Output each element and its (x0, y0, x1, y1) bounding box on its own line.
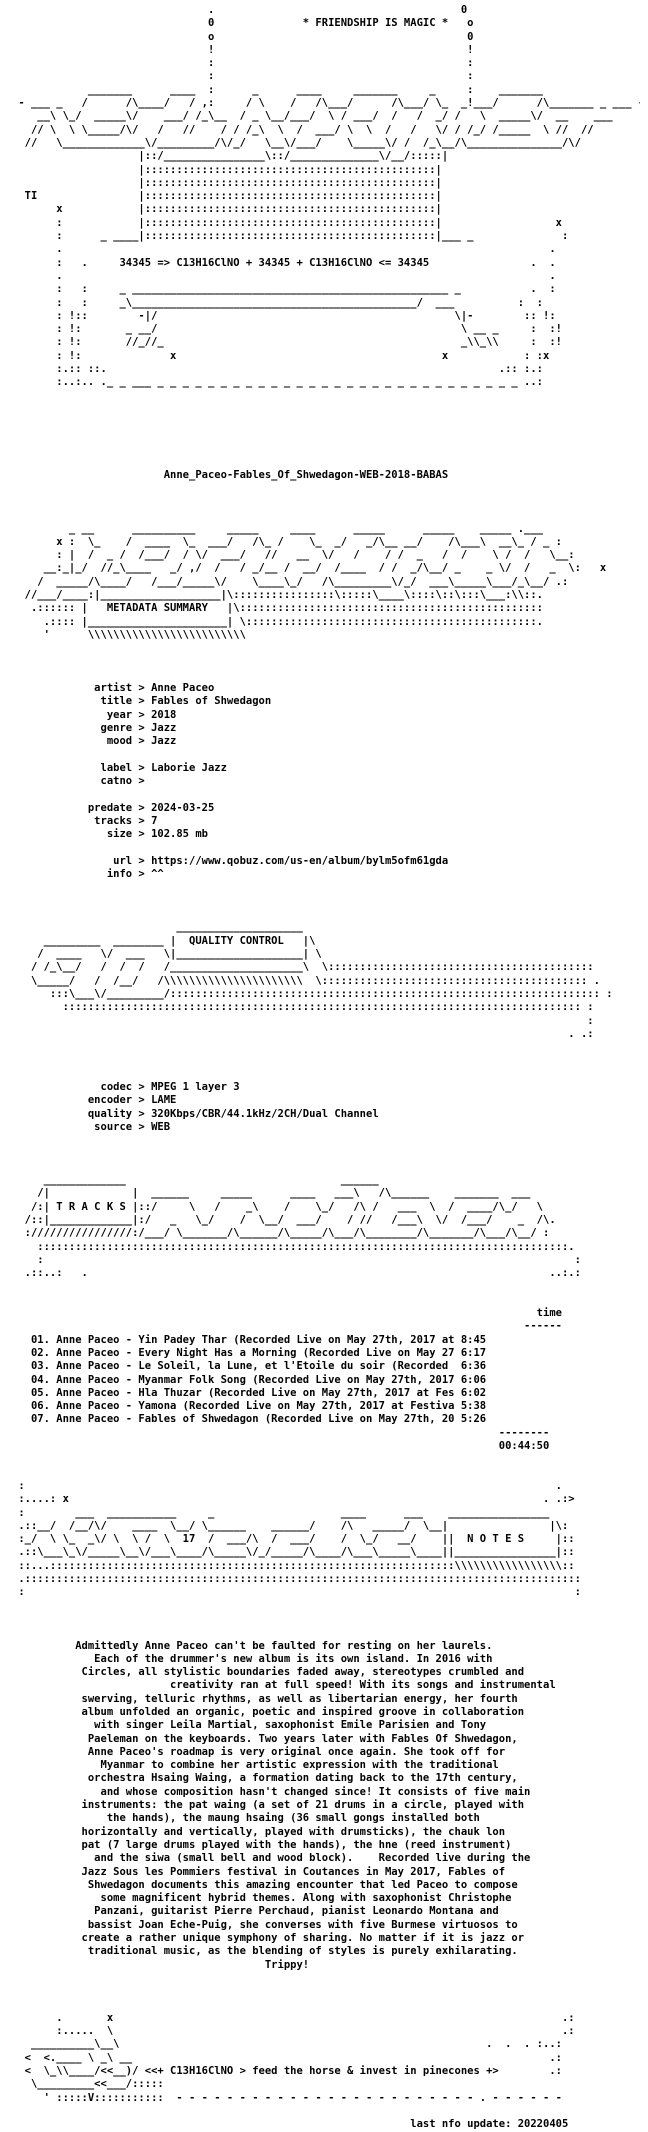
nfo-ascii-document: . 0 0 * FRIENDSHIP IS MAGIC * o o 0 (18, 4, 640, 2131)
